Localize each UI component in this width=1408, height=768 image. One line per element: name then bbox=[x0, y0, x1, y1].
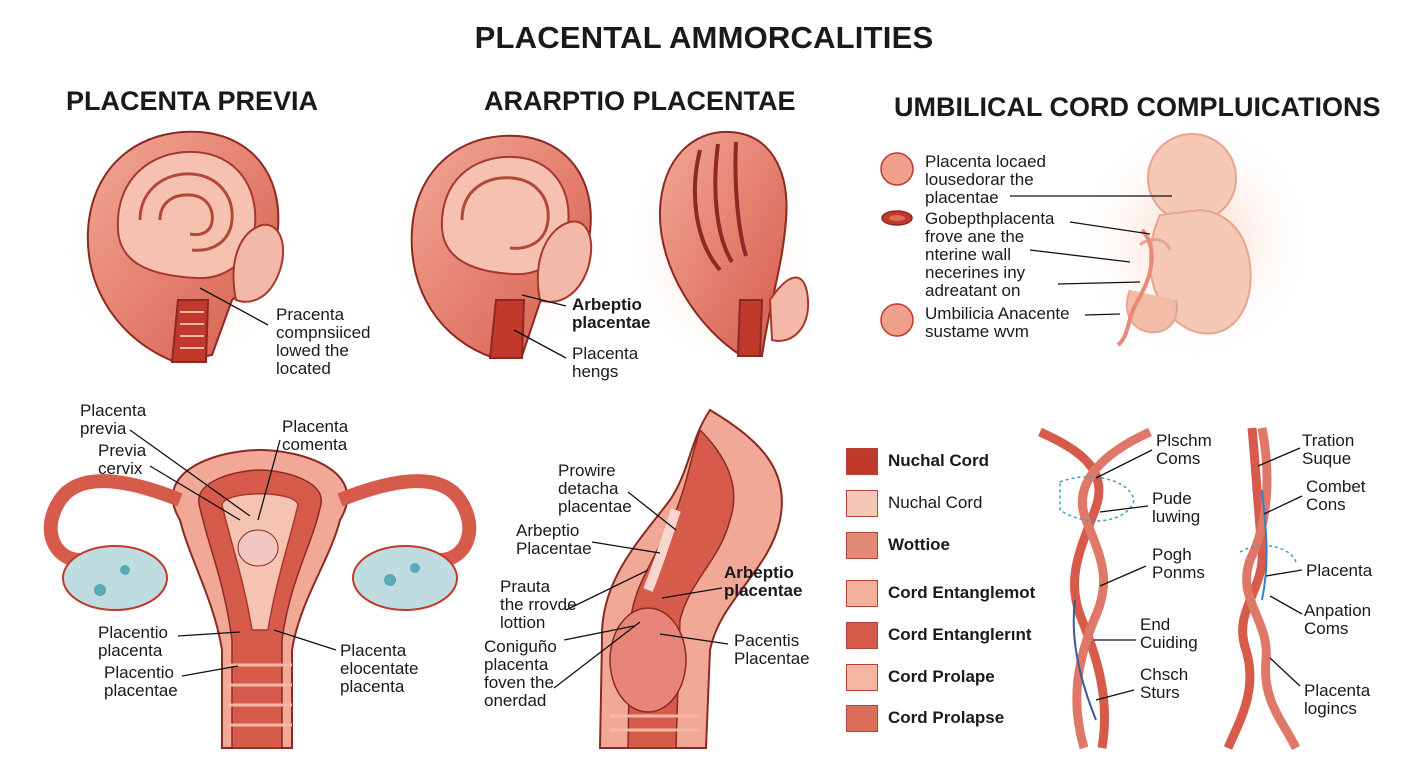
birth-canal-illustration bbox=[553, 408, 783, 749]
legend-swatch bbox=[846, 448, 878, 475]
section-title-previa: PLACENTA PREVIA bbox=[66, 86, 319, 116]
legend-label: Cord Entanglemot bbox=[888, 583, 1036, 602]
legend-label: Cord Entanglerınt bbox=[888, 625, 1032, 644]
legend-swatch bbox=[846, 622, 878, 649]
section-title-abruptio: ARARPTIO PLACENTAE bbox=[484, 86, 796, 116]
label-cord-b-2: Combet Cons bbox=[1306, 477, 1366, 514]
label-previa-top: Pracenta compnsiiced lowed the located bbox=[276, 305, 371, 378]
label-cord-item-3: Umbilicia Anacente sustame wvm bbox=[925, 304, 1070, 341]
label-cord-item-2: Gobepthplacenta frove ane the nterine wa… bbox=[925, 209, 1055, 300]
label-uterus-5: Placentio placentae bbox=[104, 663, 178, 700]
label-uterus-4: Placentio placenta bbox=[98, 623, 168, 660]
label-cord-a-4: End Cuiding bbox=[1140, 615, 1198, 652]
abruptio-illustration-1 bbox=[385, 125, 615, 365]
uterus-illustration bbox=[43, 429, 477, 749]
label-canal-1: Prowire detacha placentae bbox=[558, 461, 632, 516]
umbilical-cord-illustration-a bbox=[1038, 427, 1153, 750]
label-abruptio-top-1: Arbeptio placentae bbox=[572, 295, 651, 332]
label-cord-a-3: Pogh Ponms bbox=[1152, 545, 1205, 582]
label-cord-item-1: Placenta locaed lousedorar the placentae bbox=[925, 152, 1046, 207]
label-canal-5: Arbeptio placentae bbox=[724, 563, 803, 600]
legend-label: Wottioe bbox=[888, 535, 951, 554]
legend-swatch bbox=[846, 664, 878, 691]
umbilical-cord-illustration-b bbox=[1223, 427, 1303, 751]
section-title-cord: UMBILICAL CORD COMPLUICATIONS bbox=[894, 92, 1381, 122]
label-cord-a-1: Plschm Coms bbox=[1156, 431, 1212, 468]
label-canal-4: Coniguño placenta foven the onerdad bbox=[484, 637, 557, 710]
legend-label: Nuchal Cord bbox=[888, 451, 990, 470]
label-uterus-6: Placenta elocentate placenta bbox=[340, 641, 419, 696]
page-title: PLACENTAL AMMORCALITIES bbox=[474, 20, 934, 55]
label-cord-a-2: Pude luwing bbox=[1152, 489, 1201, 526]
label-cord-a-5: Chsch Sturs bbox=[1140, 665, 1189, 702]
label-cord-b-5: Placenta logincs bbox=[1304, 681, 1371, 718]
abruptio-illustration-2 bbox=[625, 125, 815, 365]
label-canal-2: Arbeptio Placentae bbox=[516, 521, 592, 558]
label-uterus-3: Placenta comenta bbox=[282, 417, 349, 454]
label-cord-b-3: Placenta bbox=[1306, 561, 1373, 580]
legend-swatch bbox=[846, 490, 878, 517]
label-cord-b-4: Anpation Coms bbox=[1304, 601, 1372, 638]
label-abruptio-top-2: Placenta hengs bbox=[572, 344, 639, 381]
label-canal-6: Pacentis Placentae bbox=[734, 631, 810, 668]
legend-swatch bbox=[846, 532, 878, 559]
placenta-previa-illustration bbox=[60, 130, 300, 370]
legend-swatch bbox=[846, 705, 878, 732]
fetus-illustration bbox=[880, 115, 1315, 365]
label-uterus-2: Previa cervix bbox=[98, 441, 147, 478]
legend-label: Nuchal Cord bbox=[888, 493, 983, 512]
label-canal-3: Prauta the rrovde lottion bbox=[500, 577, 577, 632]
label-uterus-1: Placenta previa bbox=[80, 401, 147, 438]
label-cord-b-1: Tration Suque bbox=[1302, 431, 1355, 468]
legend-label: Cord Prolapse bbox=[888, 708, 1005, 727]
legend-label: Cord Prolape bbox=[888, 667, 995, 686]
legend-swatch bbox=[846, 580, 878, 607]
